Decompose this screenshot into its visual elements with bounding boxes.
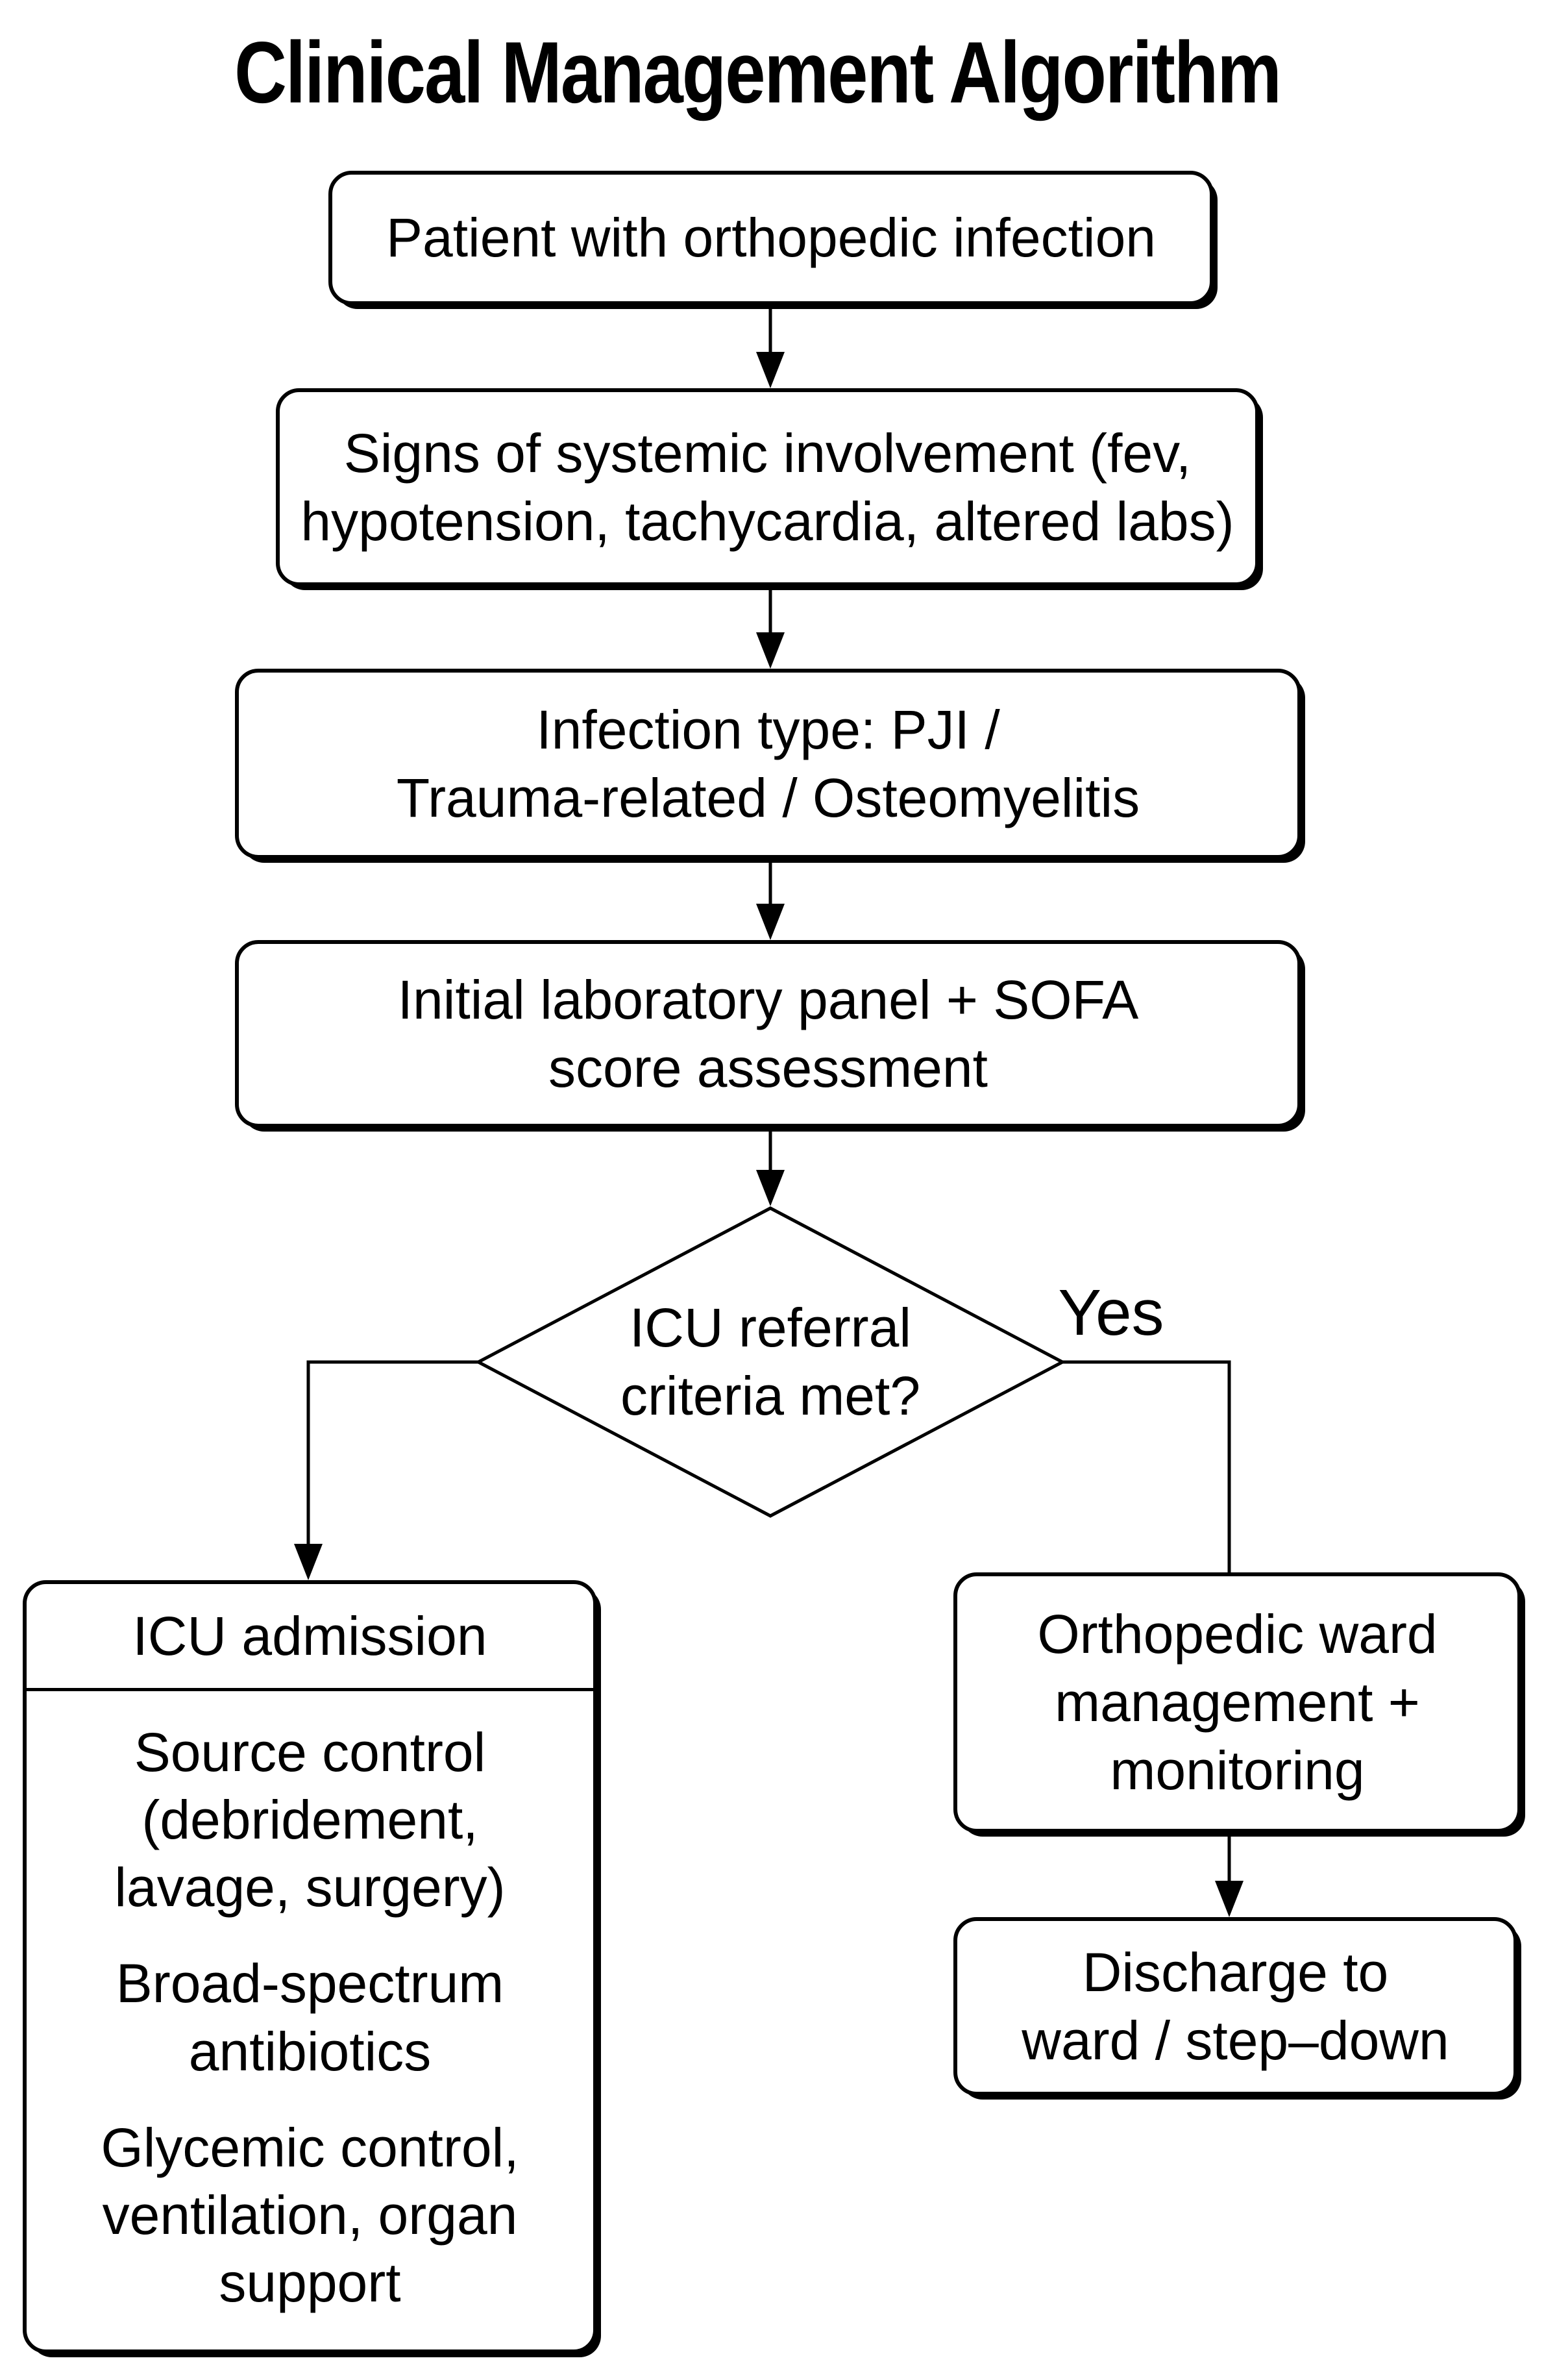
page-title-text: Clinical Management Algorithm	[234, 23, 1282, 121]
decision-icu-referral-label: ICU referral criteria met?	[620, 1297, 921, 1426]
node-patient-infection-label: Patient with orthopedic infection	[386, 207, 1157, 268]
node-orthopedic-ward: Orthopedic ward management + monitoring	[953, 1572, 1521, 1833]
icu-admission-items: Source control (debridement, lavage, sur…	[27, 1691, 593, 2316]
node-patient-infection: Patient with orthopedic infection	[328, 171, 1214, 305]
arrow-head	[756, 904, 785, 940]
icu-item-source-control: Source control (debridement, lavage, sur…	[114, 1722, 506, 1918]
node-infection-type: Infection type: PJI / Trauma-related / O…	[235, 669, 1301, 859]
icu-item-organ-support: Glycemic control, ventilation, organ sup…	[101, 2116, 519, 2314]
node-systemic-signs-label: Signs of systemic involvement (fev, hypo…	[300, 422, 1234, 552]
edge-label-yes: Yes	[1058, 1276, 1164, 1349]
node-discharge: Discharge to ward / step–down	[953, 1917, 1517, 2096]
connector-decision-to-icu	[306, 1360, 478, 1545]
node-lab-panel: Initial laboratory panel + SOFA score as…	[235, 940, 1301, 1128]
node-infection-type-label: Infection type: PJI / Trauma-related / O…	[396, 699, 1140, 828]
page-title: Clinical Management Algorithm	[0, 29, 1515, 116]
node-systemic-signs: Signs of systemic involvement (fev, hypo…	[276, 388, 1259, 586]
decision-diamond-shape	[474, 1206, 1066, 1518]
arrow-head	[1215, 1881, 1244, 1917]
arrow-head	[756, 1170, 785, 1206]
arrow-head	[756, 632, 785, 669]
arrow-head	[756, 352, 785, 388]
connector-decision-to-ward	[1062, 1360, 1231, 1574]
node-discharge-label: Discharge to ward / step–down	[1022, 1941, 1449, 2071]
arrow-head	[294, 1544, 323, 1580]
node-lab-panel-label: Initial laboratory panel + SOFA score as…	[397, 969, 1139, 1098]
node-icu-admission: ICU admission Source control (debridemen…	[23, 1580, 597, 2353]
icu-admission-header: ICU admission	[27, 1584, 593, 1691]
icu-item-antibiotics: Broad-spectrum antibiotics	[116, 1953, 504, 2082]
icu-admission-header-label: ICU admission	[132, 1605, 487, 1667]
node-orthopedic-ward-label: Orthopedic ward management + monitoring	[1037, 1604, 1438, 1801]
